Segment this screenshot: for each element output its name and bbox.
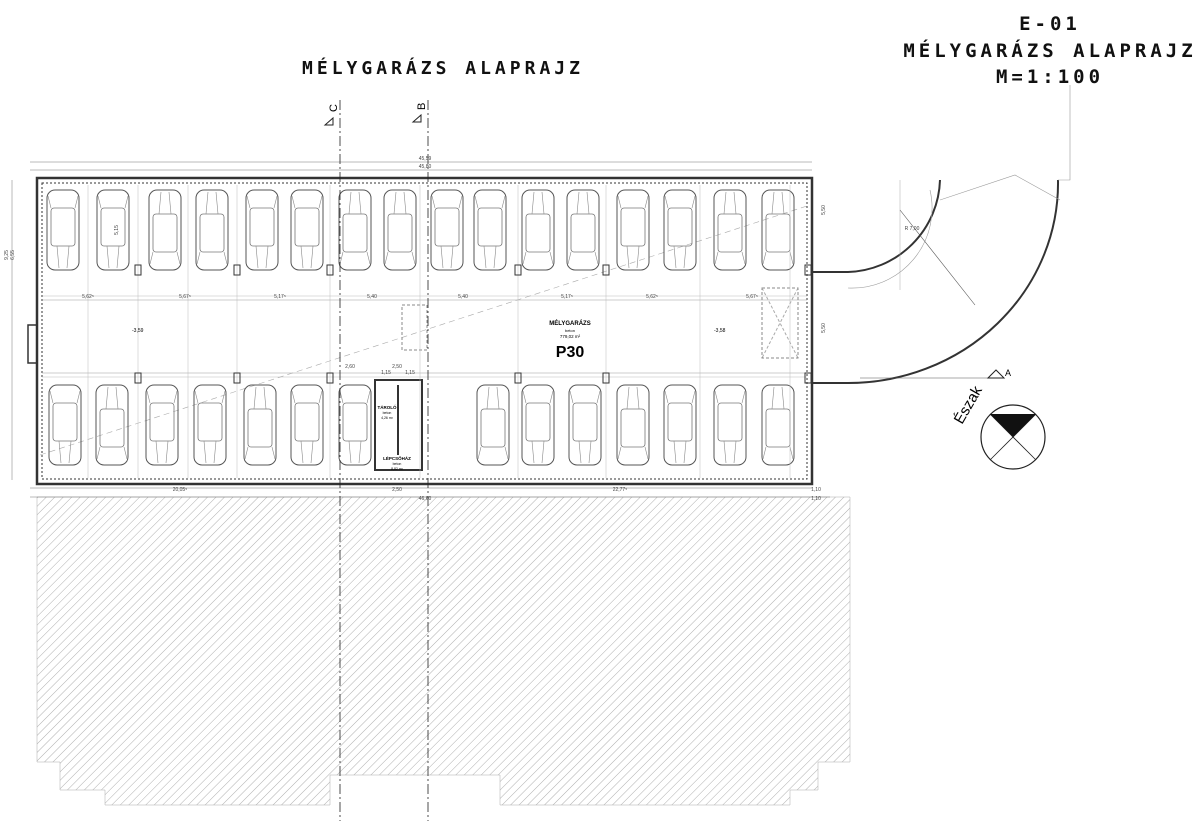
parking-car <box>430 189 464 271</box>
section-lines <box>323 100 1006 821</box>
dimension-label: 1,15 <box>381 370 391 376</box>
dimension-label: 45,80 <box>419 164 432 170</box>
parking-car <box>713 384 747 466</box>
dimension-label: 5,67⁵ <box>179 294 191 300</box>
parking-car <box>290 384 324 466</box>
dimension-label: 22,77⁵ <box>613 487 628 493</box>
column <box>514 372 522 384</box>
section-mark-b: B <box>416 103 428 110</box>
column <box>233 372 241 384</box>
parking-car <box>245 189 279 271</box>
dimension-label: 5,67⁵ <box>746 294 758 300</box>
parking-car <box>566 189 600 271</box>
dimension-label: 45,59 <box>419 156 432 162</box>
sheet-title: MÉLYGARÁZS ALAPRAJZ <box>903 39 1196 62</box>
columns <box>134 264 812 384</box>
column <box>602 372 610 384</box>
column <box>804 264 812 276</box>
dimension-label: 1,10 <box>811 487 821 493</box>
section-mark-a: A <box>1005 368 1011 378</box>
parking-spaces <box>46 185 795 478</box>
dimension-label: 5,62⁵ <box>82 294 94 300</box>
north-label: Észak <box>951 383 986 427</box>
storage-area: 4,26 m² <box>381 416 394 420</box>
parking-car <box>713 189 747 271</box>
parking-car <box>761 384 795 466</box>
stairwell-name: LÉPCSŐHÁZ <box>383 454 411 461</box>
dimension-label: 5,50 <box>821 323 827 333</box>
dimension-labels: 45,59 45,80 5,62⁵ 5,67⁵ 5,17⁵ 5,40 5,40 5,17⁵ 5,… <box>4 156 920 502</box>
parking-car <box>663 384 697 466</box>
parking-car <box>383 189 417 271</box>
dimension-label: 6,55 <box>10 250 16 260</box>
stairwell-floor: beton <box>393 462 402 466</box>
dimension-label: 2,60 <box>345 364 355 370</box>
column <box>233 264 241 276</box>
garage-area: 779,02 m² <box>560 334 581 339</box>
parking-car <box>761 189 795 271</box>
column <box>326 264 334 276</box>
parking-car <box>195 189 229 271</box>
parking-car <box>473 189 507 271</box>
dimension-label: 2,50 <box>392 364 402 370</box>
parking-car <box>193 384 227 466</box>
parking-car <box>476 384 510 466</box>
dimension-label: R 7,00 <box>905 226 920 232</box>
dimension-label: 2,50 <box>392 487 402 493</box>
sheet-scale: M=1:100 <box>996 66 1104 88</box>
dimension-label: 5,62⁵ <box>646 294 658 300</box>
column <box>602 264 610 276</box>
entrance-ramp <box>812 85 1071 384</box>
garage-name: MÉLYGARÁZS <box>549 319 590 327</box>
dimension-label: 5,50 <box>821 205 827 215</box>
parking-car <box>243 384 277 466</box>
building-footprint-hatch <box>36 496 851 806</box>
parking-car <box>46 189 80 271</box>
level-left: -3,59 <box>132 328 144 334</box>
parking-car <box>290 189 324 271</box>
storage-name: TÁROLÓ <box>378 403 397 410</box>
parking-car <box>338 384 372 466</box>
parking-car <box>521 384 555 466</box>
column <box>134 264 142 276</box>
column <box>134 372 142 384</box>
parking-car <box>616 384 650 466</box>
parking-car <box>95 384 129 466</box>
dimension-label: 5,17⁵ <box>561 294 573 300</box>
dimension-label: 9,25 <box>4 250 10 260</box>
parking-car <box>616 189 650 271</box>
dimension-label: 1,10 <box>811 496 821 502</box>
garage-walls <box>11 161 830 498</box>
sheet-code: E-01 <box>1019 13 1081 35</box>
column <box>514 264 522 276</box>
dimension-label: 5,40 <box>458 294 468 300</box>
parking-car <box>145 384 179 466</box>
dimension-label: 5,15 <box>114 225 120 235</box>
parking-car <box>521 189 555 271</box>
dimension-label: 5,17⁵ <box>274 294 286 300</box>
column <box>326 372 334 384</box>
level-right: -3,58 <box>714 328 726 334</box>
garage-floor: beton <box>565 328 575 333</box>
center-title: MÉLYGARÁZS ALAPRAJZ <box>302 57 584 79</box>
garage-code: P30 <box>556 344 585 361</box>
parking-car <box>663 189 697 271</box>
parking-car <box>48 384 82 466</box>
section-mark-c: C <box>328 104 340 112</box>
parking-car <box>96 189 130 271</box>
parking-car <box>568 384 602 466</box>
storage-floor: beton <box>383 411 392 415</box>
column <box>804 372 812 384</box>
north-arrow-icon <box>980 404 1046 470</box>
dimension-label: 5,40 <box>367 294 377 300</box>
dimension-label: 1,15 <box>405 370 415 376</box>
parking-car <box>338 189 372 271</box>
dimension-label: 20,05⁵ <box>173 487 188 493</box>
stairwell-area: 8,82 m² <box>391 467 404 471</box>
dimension-label: 46,60 <box>419 496 432 502</box>
parking-car <box>148 189 182 271</box>
